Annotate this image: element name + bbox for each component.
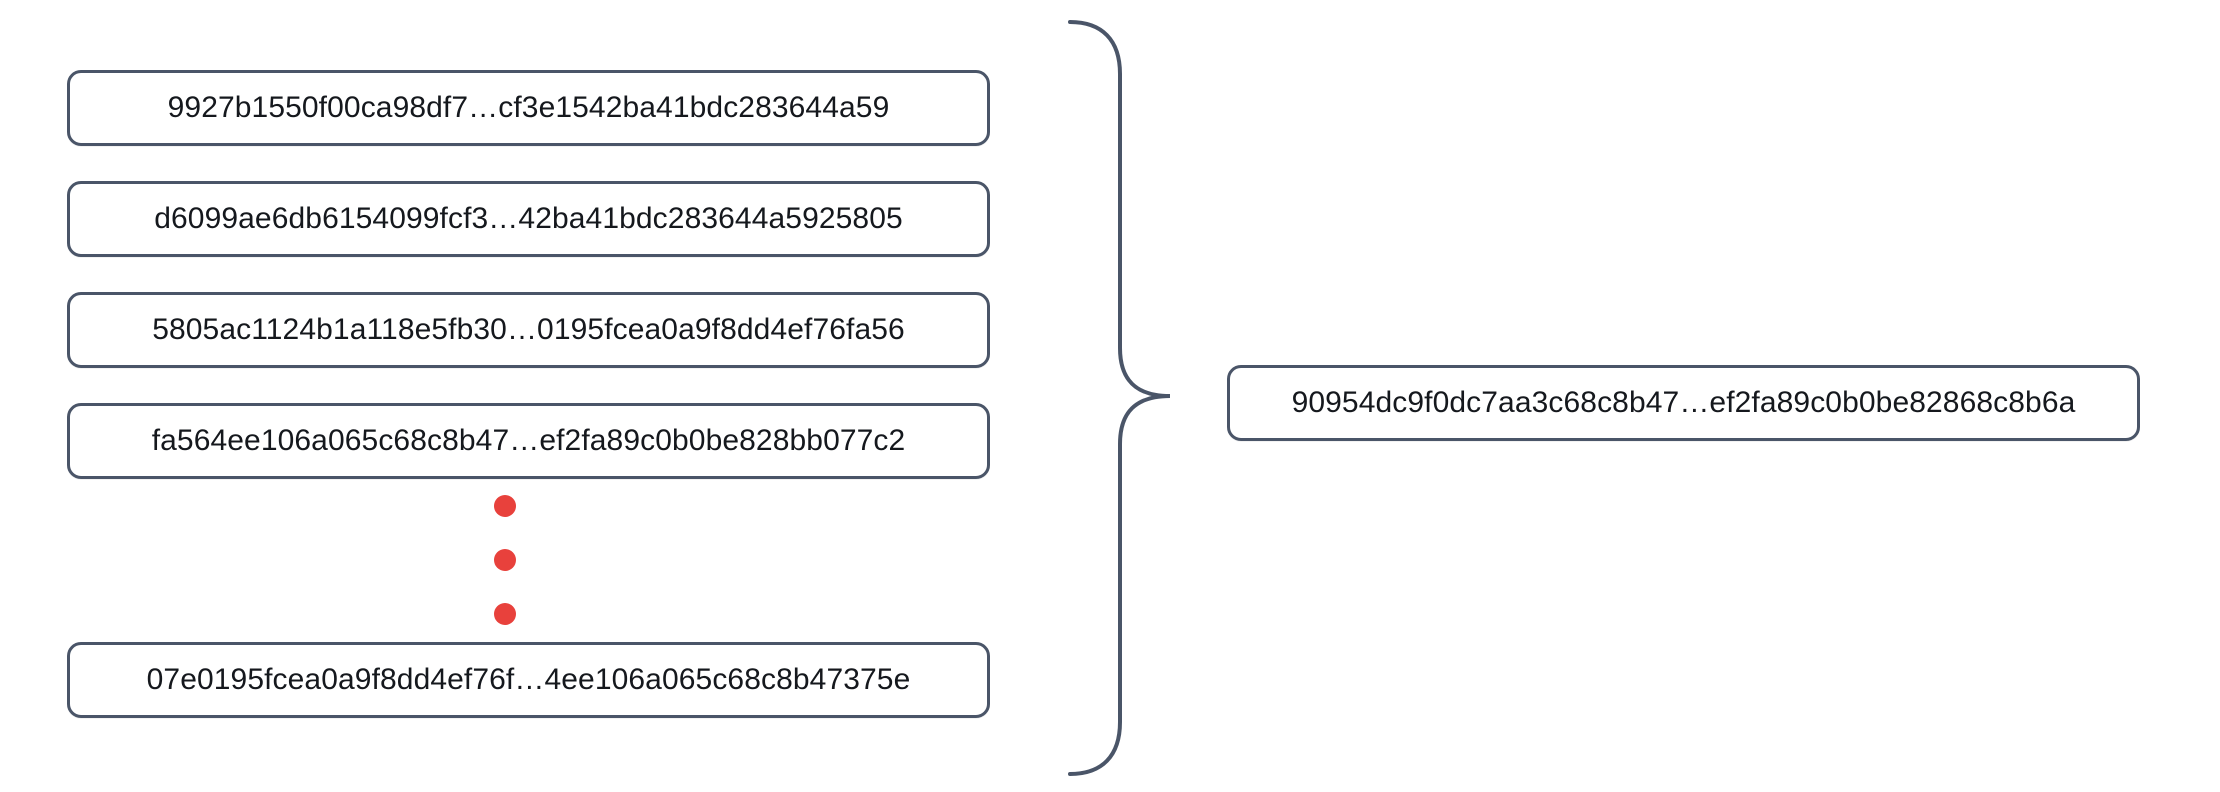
output-hash-label: 90954dc9f0dc7aa3c68c8b47…ef2fa89c0b0be82… — [1291, 386, 2076, 419]
input-hash-box: fa564ee106a065c68c8b47…ef2fa89c0b0be828b… — [67, 403, 990, 479]
input-hash-box: 07e0195fcea0a9f8dd4ef76f…4ee106a065c68c8… — [67, 642, 990, 718]
curly-brace-icon — [1068, 20, 1171, 776]
output-hash-box: 90954dc9f0dc7aa3c68c8b47…ef2fa89c0b0be82… — [1227, 365, 2140, 441]
input-hash-label: 5805ac1124b1a118e5fb30…0195fcea0a9f8dd4e… — [152, 313, 905, 346]
input-hash-label: 9927b1550f00ca98df7…cf3e1542ba41bdc28364… — [167, 91, 890, 124]
input-hash-label: 07e0195fcea0a9f8dd4ef76f…4ee106a065c68c8… — [146, 663, 911, 696]
input-hash-label: fa564ee106a065c68c8b47…ef2fa89c0b0be828b… — [151, 424, 906, 457]
input-hash-box: 9927b1550f00ca98df7…cf3e1542ba41bdc28364… — [67, 70, 990, 146]
input-hash-label: d6099ae6db6154099fcf3…42ba41bdc283644a59… — [154, 202, 903, 235]
ellipsis-dot — [494, 603, 516, 625]
input-hash-box: 5805ac1124b1a118e5fb30…0195fcea0a9f8dd4e… — [67, 292, 990, 368]
input-hash-box: d6099ae6db6154099fcf3…42ba41bdc283644a59… — [67, 181, 990, 257]
ellipsis-dot — [494, 549, 516, 571]
vertical-ellipsis-icon — [492, 495, 518, 625]
ellipsis-dot — [494, 495, 516, 517]
